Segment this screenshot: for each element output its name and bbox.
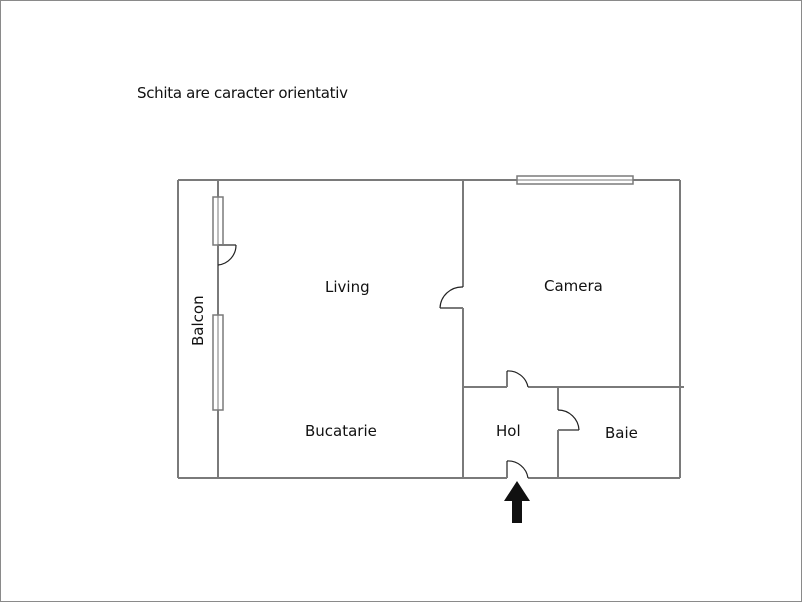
door-camera-hol <box>506 370 529 388</box>
entrance-arrow-icon <box>504 481 530 523</box>
room-label-baie: Baie <box>605 424 638 442</box>
disclaimer-note: Schita are caracter orientativ <box>137 84 348 102</box>
door-hol-baie <box>557 409 580 431</box>
room-label-bucatarie: Bucatarie <box>305 422 377 440</box>
room-label-balcon: Balcon <box>189 295 207 346</box>
door-living-camera <box>439 286 464 309</box>
room-label-hol: Hol <box>496 422 521 440</box>
room-label-camera: Camera <box>544 277 603 295</box>
door-entrance <box>506 460 529 479</box>
door-balcony <box>217 244 237 266</box>
room-label-living: Living <box>325 278 370 296</box>
